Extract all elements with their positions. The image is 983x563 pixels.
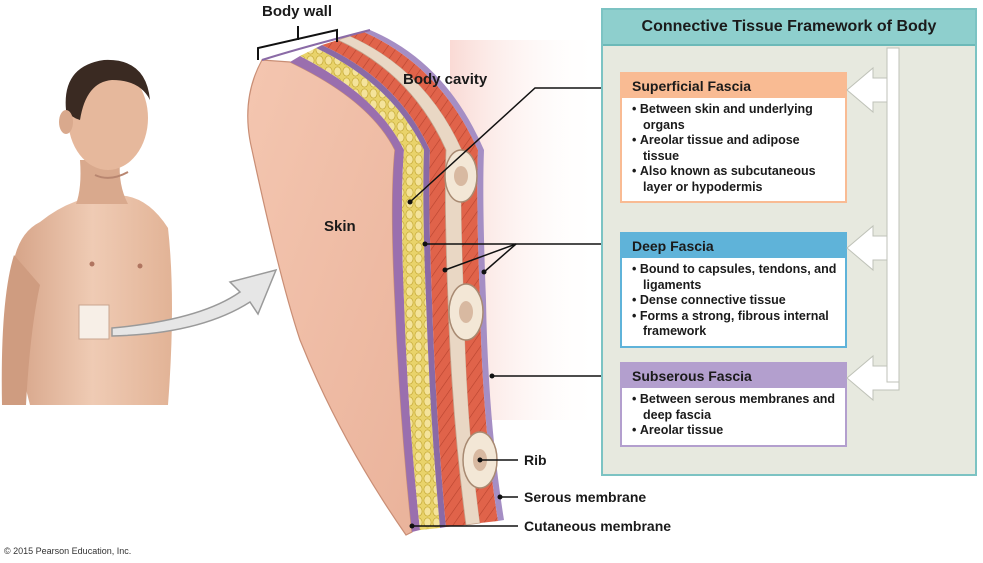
list-item: Areolar tissue — [632, 423, 839, 439]
list-item: Also known as subcutaneous layer or hypo… — [632, 164, 839, 195]
label-rib: Rib — [524, 452, 547, 468]
list-item: Dense connective tissue — [632, 293, 839, 309]
zoom-arrow — [111, 268, 278, 337]
list-item: Areolar tissue and adipose tissue — [632, 133, 839, 164]
label-skin: Skin — [324, 218, 356, 235]
label-cutaneous-membrane: Cutaneous membrane — [524, 518, 672, 534]
human-figure — [1, 59, 173, 405]
framework-panel: Connective Tissue Framework of Body Supe… — [601, 8, 977, 476]
deep-fascia-box: Deep Fascia Bound to capsules, tendons, … — [620, 232, 847, 348]
leader-dots — [407, 199, 503, 529]
tissue-block — [247, 29, 504, 536]
superficial-fascia-title: Superficial Fascia — [622, 74, 845, 98]
subserous-fascia-title: Subserous Fascia — [622, 364, 845, 388]
list-item: Between serous membranes and deep fascia — [632, 392, 839, 423]
list-item: Between skin and underlying organs — [632, 102, 839, 133]
framework-title: Connective Tissue Framework of Body — [603, 10, 975, 46]
label-body-cavity: Body cavity — [403, 71, 488, 88]
list-item: Bound to capsules, tendons, and ligament… — [632, 262, 839, 293]
body-wall-bracket — [257, 26, 338, 60]
subserous-fascia-box: Subserous Fascia Between serous membrane… — [620, 362, 847, 447]
label-body-wall: Body wall — [262, 3, 333, 20]
deep-fascia-title: Deep Fascia — [622, 234, 845, 258]
superficial-fascia-box: Superficial Fascia Between skin and unde… — [620, 72, 847, 203]
copyright-notice: © 2015 Pearson Education, Inc. — [4, 546, 132, 556]
leader-lines — [409, 87, 614, 527]
label-serous-membrane: Serous membrane — [524, 489, 647, 505]
list-item: Forms a strong, fibrous internal framewo… — [632, 309, 839, 340]
